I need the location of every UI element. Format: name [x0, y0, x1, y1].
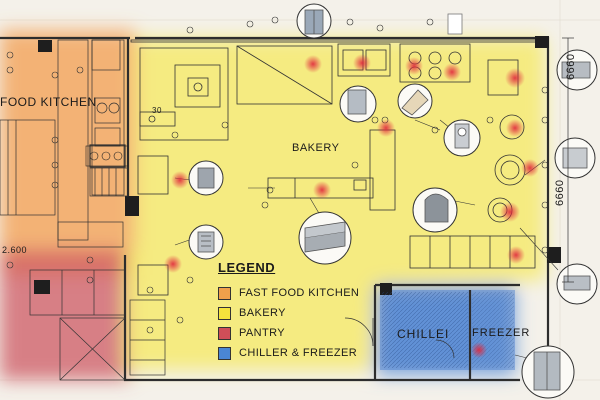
bakery-label: BAKERY: [292, 142, 340, 154]
legend-swatch: [218, 326, 231, 340]
dimension-line-right: [562, 37, 574, 283]
fast-food-zone: [0, 30, 135, 275]
legend-item-chiller-freezer: CHILLER & FREEZER: [218, 345, 357, 361]
legend-label: PANTRY: [239, 327, 286, 339]
legend-item-fast-food: FAST FOOD KITCHEN: [218, 285, 359, 301]
stools: [6, 16, 549, 334]
legend-label: BAKERY: [239, 307, 286, 319]
legend-label: FAST FOOD KITCHEN: [239, 287, 360, 299]
legend-swatch: [218, 346, 231, 360]
fast-food-kitchen-label: FOOD KITCHEN: [0, 95, 97, 109]
legend-title: LEGEND: [218, 260, 276, 275]
dimension-right: 6660: [554, 179, 566, 206]
legend-swatch: [218, 306, 231, 320]
dispenser-icon: [447, 13, 463, 35]
chiller-label: CHILLEI: [397, 327, 450, 341]
legend-item-pantry: PANTRY: [218, 325, 285, 341]
hotspots: [164, 54, 539, 358]
legend-item-bakery: BAKERY: [218, 305, 286, 321]
structural-columns: [34, 36, 561, 295]
legend-swatch: [218, 286, 231, 300]
kitchen-equipment: [0, 39, 166, 381]
dimension-left-bottom: 2.600: [2, 245, 28, 255]
legend-label: CHILLER & FREEZER: [239, 347, 358, 359]
freezer-label: FREEZER: [472, 327, 531, 339]
oven-number: 30: [152, 106, 162, 115]
dimension-top-right: 6660: [565, 53, 577, 80]
